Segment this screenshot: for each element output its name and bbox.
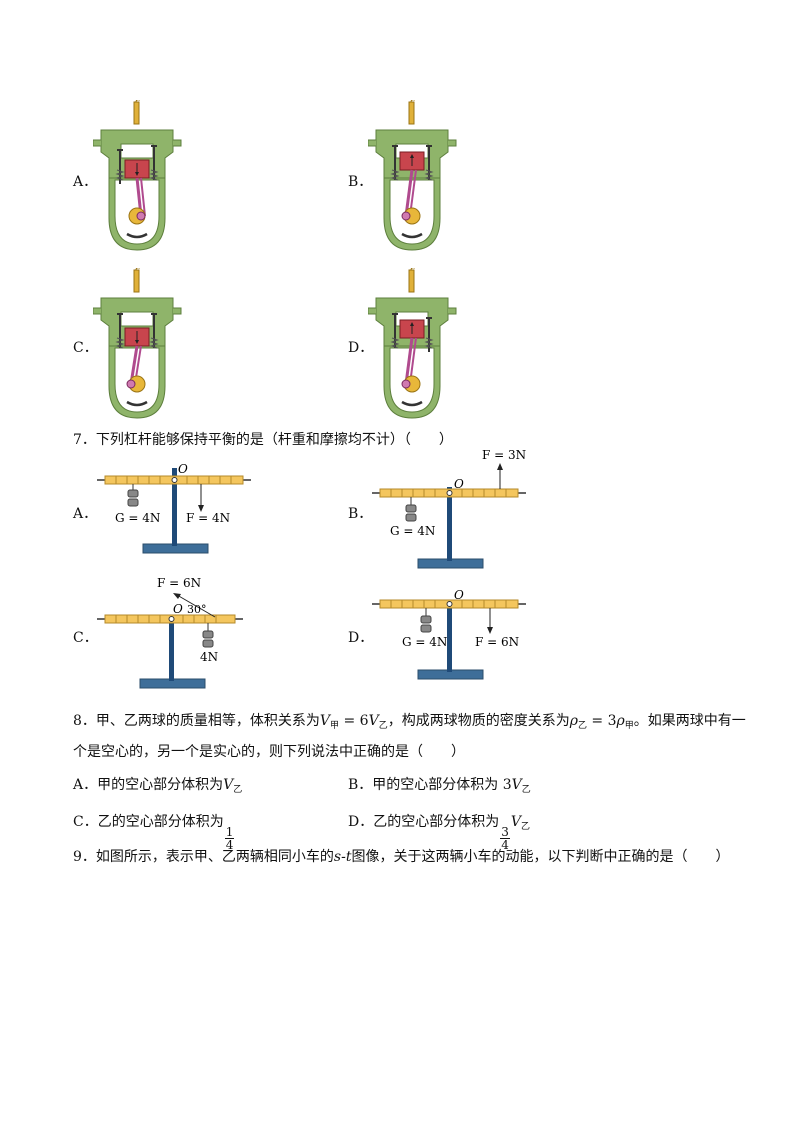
q8-option-a-v: V [223, 777, 234, 793]
q9-text-b: 图像，关于这两辆小车的动能，以下判断中正确的是（ ） [351, 849, 730, 865]
q7-option-b-letter: B． [348, 506, 373, 522]
q8-option-b-sub: 乙 [521, 785, 531, 795]
q9-st-symbol: s-t [333, 849, 352, 865]
engine-diagram-c [93, 268, 182, 419]
lever-a-force-label: F = 4N [186, 511, 230, 525]
lever-d-force-label: F = 6N [475, 635, 519, 649]
q7-option-d-letter: D． [348, 630, 374, 646]
option-a-letter: A． [73, 174, 98, 190]
q8-option-b-v: V [511, 777, 522, 793]
lever-diagram-b: O F = 3N G = 4N [372, 448, 526, 569]
q8-option-c-denominator: 4 [225, 838, 234, 852]
lever-b-weight-label: G = 4N [390, 524, 435, 538]
lever-d-pivot-label: O [454, 588, 464, 602]
option-c-letter: C． [73, 340, 98, 356]
lever-b-pivot-label: O [454, 477, 464, 491]
lever-d-weight-label: G = 4N [402, 635, 447, 649]
q8-option-b-text: B．甲的空心部分体积为 3 [348, 777, 512, 793]
question-7-text: 7．下列杠杆能够保持平衡的是（杆重和摩擦均不计）（ ） [73, 432, 453, 448]
lever-diagram-a: O G = 4N F = 4N [97, 462, 251, 554]
q8-symbol-rho-yi: ρ [569, 713, 578, 729]
q8-text-a: 8．甲、乙两球的质量相等，体积关系为 [73, 713, 320, 729]
q8-option-a: A．甲的空心部分体积为V乙 [73, 774, 242, 795]
option-d-letter: D． [348, 340, 374, 356]
q8-option-d-denominator: 4 [501, 838, 509, 852]
q8-option-b: B．甲的空心部分体积为 3V乙 [348, 774, 531, 795]
lever-c-pivot-label: O [173, 602, 183, 616]
q8-text-c: 。如果两球中有一 [633, 713, 746, 729]
lever-c-force-label: F = 6N [157, 576, 201, 590]
lever-a-pivot-label: O [178, 462, 188, 476]
engine-diagram-b [368, 100, 457, 251]
q8-text-b: ，构成两球物质的密度关系为 [387, 713, 570, 729]
q8-symbol-v-jia: V [319, 713, 331, 729]
q8-eq3: = 3 [586, 713, 617, 729]
q9-text-a: 9．如图所示，表示甲、乙两辆相同小车的 [73, 849, 334, 865]
q8-option-d-text: D．乙的空心部分体积为 [348, 814, 500, 830]
lever-c-weight-label: 4N [200, 650, 218, 664]
question-9-text: 9．如图所示，表示甲、乙两辆相同小车的s-t图像，关于这两辆小车的动能，以下判断… [73, 846, 729, 866]
engine-diagram-a [93, 100, 182, 251]
question-8-line-2: 个是空心的，另一个是实心的，则下列说法中正确的是（ ） [73, 744, 465, 760]
q7-option-c-letter: C． [73, 630, 98, 646]
engine-diagram-d [368, 268, 457, 419]
q8-option-c-text: C．乙的空心部分体积为 [73, 814, 224, 830]
lever-b-force-label: F = 3N [482, 448, 526, 462]
lever-diagram-c: O F = 6N 30° 4N [97, 576, 243, 689]
question-8-line-1: 8．甲、乙两球的质量相等，体积关系为V甲 = 6V乙，构成两球物质的密度关系为ρ… [73, 710, 746, 731]
lever-diagram-d: O G = 4N F = 6N [372, 588, 526, 680]
lever-c-angle-label: 30° [187, 603, 207, 616]
q8-symbol-v-yi: V [368, 713, 379, 729]
q8-symbol-rho-jia: ρ [616, 713, 625, 729]
q8-option-a-text: A．甲的空心部分体积为 [73, 777, 224, 793]
q8-sub-yi: 乙 [378, 721, 388, 731]
q8-sub-jia: 甲 [330, 721, 340, 731]
q7-option-a-letter: A． [73, 506, 98, 522]
q8-eq6: = 6 [339, 713, 369, 729]
q8-option-a-sub: 乙 [233, 785, 243, 795]
lever-a-weight-label: G = 4N [115, 511, 160, 525]
q8-option-d-sub: 乙 [521, 822, 531, 832]
q8-sub-jia-2: 甲 [624, 721, 634, 731]
option-b-letter: B． [348, 174, 373, 190]
q8-option-c-numerator: 1 [224, 825, 235, 839]
q8-sub-yi-2: 乙 [577, 721, 587, 731]
q8-option-d-numerator: 3 [500, 825, 510, 839]
q8-option-d-v: V [510, 814, 521, 830]
